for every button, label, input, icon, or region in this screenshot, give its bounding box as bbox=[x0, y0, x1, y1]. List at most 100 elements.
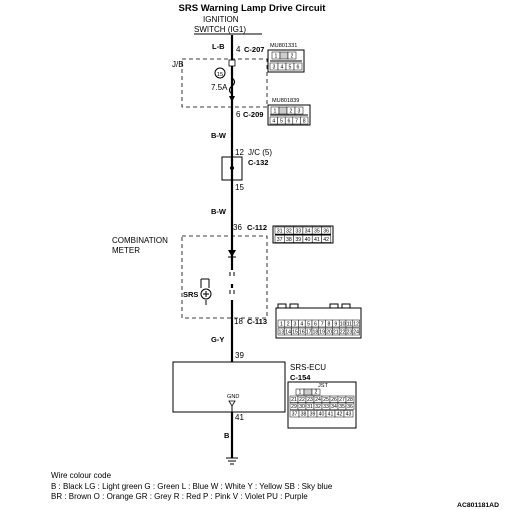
fuse-rating: 7.5A bbox=[211, 83, 228, 92]
wire-color-w2: B-W bbox=[211, 131, 227, 140]
connector-pin-number: 1 bbox=[275, 53, 278, 59]
connector-pin-number: 39 bbox=[295, 237, 301, 243]
connector-pin-number: 33 bbox=[295, 228, 301, 234]
connector-pin-number: 37 bbox=[277, 237, 283, 243]
connector-pin-number: 24 bbox=[315, 397, 321, 403]
connector-pin-number: 7 bbox=[295, 118, 298, 124]
connector-pin-number: 27 bbox=[339, 397, 345, 403]
connector-pin-number: 13 bbox=[279, 329, 285, 335]
connector-pin-number: 28 bbox=[347, 397, 353, 403]
legend-heading: Wire colour code bbox=[51, 471, 112, 480]
c154-part-code: JST bbox=[318, 383, 329, 389]
connector-pin-number: 36 bbox=[347, 404, 353, 410]
connector-pin-number: 4 bbox=[272, 118, 275, 124]
wire-color-w3: B-W bbox=[211, 207, 227, 216]
connector-pin-number: 40 bbox=[319, 411, 325, 417]
combination-meter-label-2: METER bbox=[112, 246, 140, 255]
connector-pin-number: 10 bbox=[340, 321, 346, 327]
connector-pin-number: 34 bbox=[305, 228, 311, 234]
connector-pin-number: 38 bbox=[286, 237, 292, 243]
connector-pin-number: 30 bbox=[299, 404, 305, 410]
connector-pin-cell bbox=[321, 226, 332, 235]
connector-pin-number: 31 bbox=[307, 404, 313, 410]
srs-warning-lamp-icon bbox=[200, 288, 212, 300]
fuse-number: 15 bbox=[217, 72, 223, 78]
connector-pin-number: 37 bbox=[292, 411, 298, 417]
pin-c112: 36 bbox=[233, 223, 242, 232]
connector-pin-number: 4 bbox=[300, 321, 303, 327]
pin-ecu: 39 bbox=[235, 351, 244, 360]
connector-c209: C-209 bbox=[243, 110, 263, 119]
srs-ecu-box bbox=[172, 361, 286, 413]
connector-c209-face bbox=[267, 104, 311, 126]
connector-pin-number: 31 bbox=[277, 228, 283, 234]
connector-pin-cell bbox=[303, 388, 313, 396]
connector-pin-number: 5 bbox=[289, 64, 292, 70]
connector-pin-cell bbox=[352, 319, 360, 328]
connector-pin-number: 8 bbox=[303, 118, 306, 124]
ignition-switch-label-2: SWITCH (IG1) bbox=[194, 25, 246, 34]
wire-color-w4: G-Y bbox=[211, 335, 224, 344]
connector-pin-cell bbox=[311, 388, 321, 396]
connector-pin-cell bbox=[321, 235, 332, 243]
connector-pin-cell bbox=[294, 106, 304, 115]
connector-pin-number: 2 bbox=[290, 108, 293, 114]
fuse-number-circle bbox=[214, 67, 226, 79]
connector-pin-number: 24 bbox=[353, 329, 359, 335]
connector-pin-number: 39 bbox=[310, 411, 316, 417]
connector-pin-number: 12 bbox=[353, 321, 359, 327]
jb-label: J/B bbox=[172, 60, 184, 69]
connector-pin-cell bbox=[345, 402, 355, 410]
pin-c209: 6 bbox=[236, 110, 241, 119]
connector-pin-number: 2 bbox=[315, 389, 318, 395]
connector-pin-cell bbox=[278, 106, 288, 115]
connector-pin-number: 35 bbox=[339, 404, 345, 410]
srs-ecu-connector: C-154 bbox=[290, 373, 311, 382]
connector-c207-face bbox=[267, 49, 305, 73]
connector-c132: C-132 bbox=[248, 158, 268, 167]
joint-node bbox=[230, 166, 234, 170]
srs-lamp-label: SRS bbox=[183, 290, 198, 299]
connector-pin-number: 42 bbox=[323, 237, 329, 243]
connector-pin-number: 32 bbox=[315, 404, 321, 410]
connector-pin-number: 8 bbox=[328, 321, 331, 327]
connector-pin-number: 6 bbox=[314, 321, 317, 327]
connector-pin-number: 43 bbox=[346, 411, 352, 417]
connector-pin-number: 7 bbox=[321, 321, 324, 327]
connector-pin-number: 3 bbox=[294, 321, 297, 327]
connector-pin-number: 21 bbox=[333, 329, 339, 335]
connector-pin-number: 6 bbox=[297, 64, 300, 70]
wire-color-w1: L-B bbox=[212, 42, 225, 51]
connector-pin-number: 1 bbox=[299, 389, 302, 395]
connector-pin-number: 5 bbox=[280, 118, 283, 124]
connector-pin-cell bbox=[343, 410, 354, 418]
connector-pin-number: 6 bbox=[288, 118, 291, 124]
connector-pin-number: 38 bbox=[301, 411, 307, 417]
c207-part-code: MU801331 bbox=[270, 43, 297, 49]
combination-meter-label-1: COMBINATION bbox=[112, 236, 168, 245]
connector-pin-number: 4 bbox=[281, 64, 284, 70]
connector-c154-face bbox=[287, 381, 357, 429]
connector-c113: C-113 bbox=[247, 317, 267, 326]
fuse-top-terminal bbox=[228, 59, 236, 67]
legend-line-2: BR : Brown O : Orange GR : Grey R : Red … bbox=[51, 492, 308, 501]
connector-pin-number: 22 bbox=[340, 329, 346, 335]
connector-pin-number: 5 bbox=[307, 321, 310, 327]
connector-pin-number: 40 bbox=[305, 237, 311, 243]
connector-c207: C-207 bbox=[244, 45, 264, 54]
connector-pin-number: 19 bbox=[319, 329, 325, 335]
connector-pin-cell bbox=[300, 116, 309, 125]
connector-pin-number: 3 bbox=[273, 64, 276, 70]
connector-pin-number: 2 bbox=[291, 53, 294, 59]
gnd-symbol bbox=[228, 400, 236, 407]
connector-pin-number: 33 bbox=[323, 404, 329, 410]
connector-pin-number: 9 bbox=[334, 321, 337, 327]
gnd-label: GND bbox=[227, 394, 239, 400]
connector-c112: C-112 bbox=[247, 223, 267, 232]
connector-pin-number: 2 bbox=[287, 321, 290, 327]
